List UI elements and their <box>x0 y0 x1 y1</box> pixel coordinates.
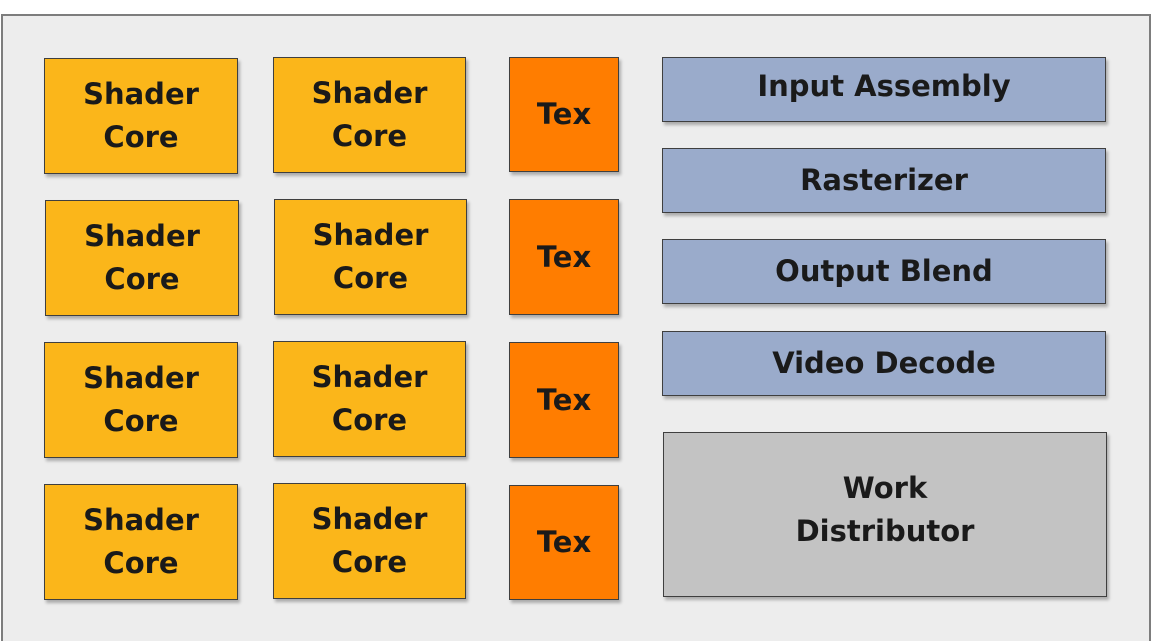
work-distributor-label: Work Distributor <box>795 470 975 548</box>
shader-core-block: Shader Core <box>274 199 467 315</box>
shader-core-block: Shader Core <box>44 58 238 174</box>
tex-unit-block: Tex <box>509 199 619 315</box>
shader-core-label: Shader Core <box>84 219 200 296</box>
shader-core-block: Shader Core <box>273 57 466 173</box>
tex-unit-label: Tex <box>536 239 592 274</box>
video-decode-block: Video Decode <box>662 331 1106 396</box>
tex-unit-label: Tex <box>536 382 592 417</box>
video-decode-label: Video Decode <box>772 346 996 380</box>
rasterizer-block: Rasterizer <box>662 148 1106 213</box>
tex-unit-label: Tex <box>536 525 592 559</box>
shader-core-label: Shader Core <box>83 361 199 438</box>
tex-unit-block: Tex <box>509 342 619 458</box>
input-assembly-label: Input Assembly <box>757 69 1011 103</box>
shader-core-label: Shader Core <box>83 503 199 580</box>
tex-unit-label: Tex <box>536 97 592 131</box>
shader-core-label: Shader Core <box>312 218 429 295</box>
input-assembly-block: Input Assembly <box>662 57 1106 122</box>
shader-core-label: Shader Core <box>83 77 199 154</box>
shader-core-block: Shader Core <box>44 484 238 600</box>
tex-unit-block: Tex <box>509 485 619 600</box>
output-blend-block: Output Blend <box>662 239 1106 304</box>
shader-core-label: Shader Core <box>311 76 428 153</box>
work-distributor-block: Work Distributor <box>663 432 1107 597</box>
output-blend-label: Output Blend <box>775 254 993 288</box>
shader-core-label: Shader Core <box>311 360 428 437</box>
shader-core-block: Shader Core <box>45 200 239 316</box>
tex-unit-block: Tex <box>509 57 619 172</box>
rasterizer-label: Rasterizer <box>800 163 968 197</box>
shader-core-block: Shader Core <box>44 342 238 458</box>
shader-core-block: Shader Core <box>273 483 466 599</box>
shader-core-block: Shader Core <box>273 341 466 457</box>
shader-core-label: Shader Core <box>311 502 428 579</box>
